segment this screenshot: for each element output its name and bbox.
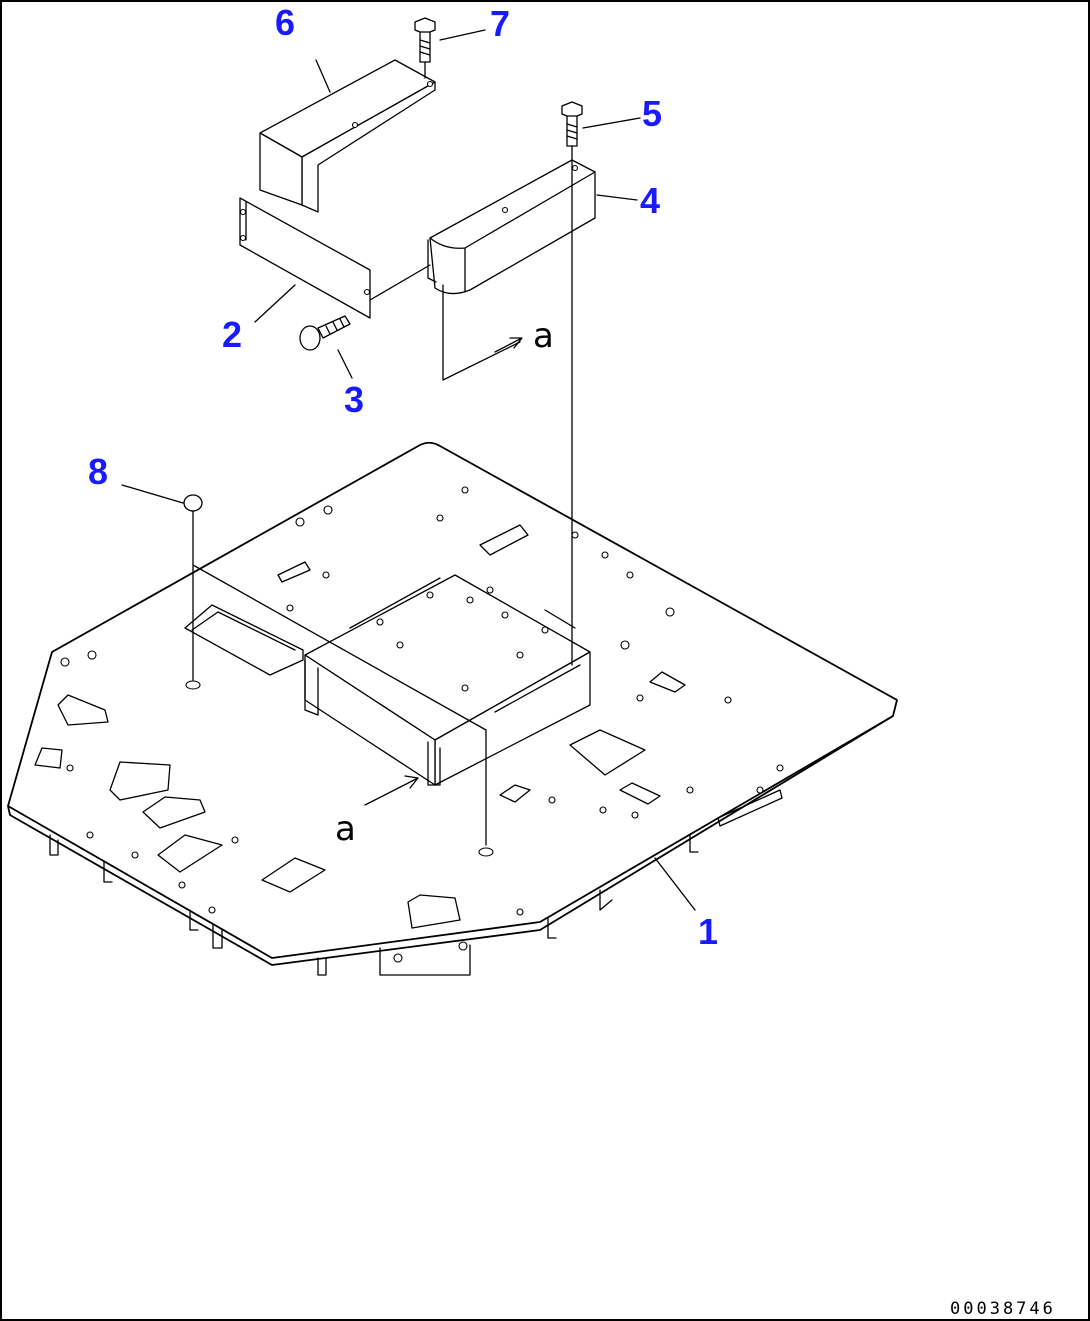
seat-stand <box>304 574 591 786</box>
leader-lines <box>121 29 696 911</box>
knob-part-8 <box>183 494 203 681</box>
bolt-part-3 <box>299 315 351 351</box>
floor-plate <box>7 441 898 976</box>
callout-3: 3 <box>344 379 364 420</box>
reference-mark-a-lower: a <box>335 809 356 849</box>
plate-part-2 <box>239 197 431 319</box>
callout-5: 5 <box>642 93 662 134</box>
reference-mark-a-upper: a <box>533 316 554 356</box>
callouts: 6 7 5 4 2 3 8 1 <box>88 2 718 952</box>
callout-7: 7 <box>490 3 510 44</box>
cover-part-6 <box>259 59 436 213</box>
cover-part-4 <box>427 159 596 295</box>
bolt-part-5 <box>561 101 583 147</box>
callout-4: 4 <box>640 180 660 221</box>
callout-8: 8 <box>88 451 108 492</box>
bolt-part-7 <box>414 17 436 63</box>
callout-6: 6 <box>275 2 295 43</box>
callout-2: 2 <box>222 314 242 355</box>
assembly-lines <box>192 61 573 846</box>
callout-1: 1 <box>698 911 718 952</box>
drawing-code: 00038746 <box>950 1299 1056 1319</box>
